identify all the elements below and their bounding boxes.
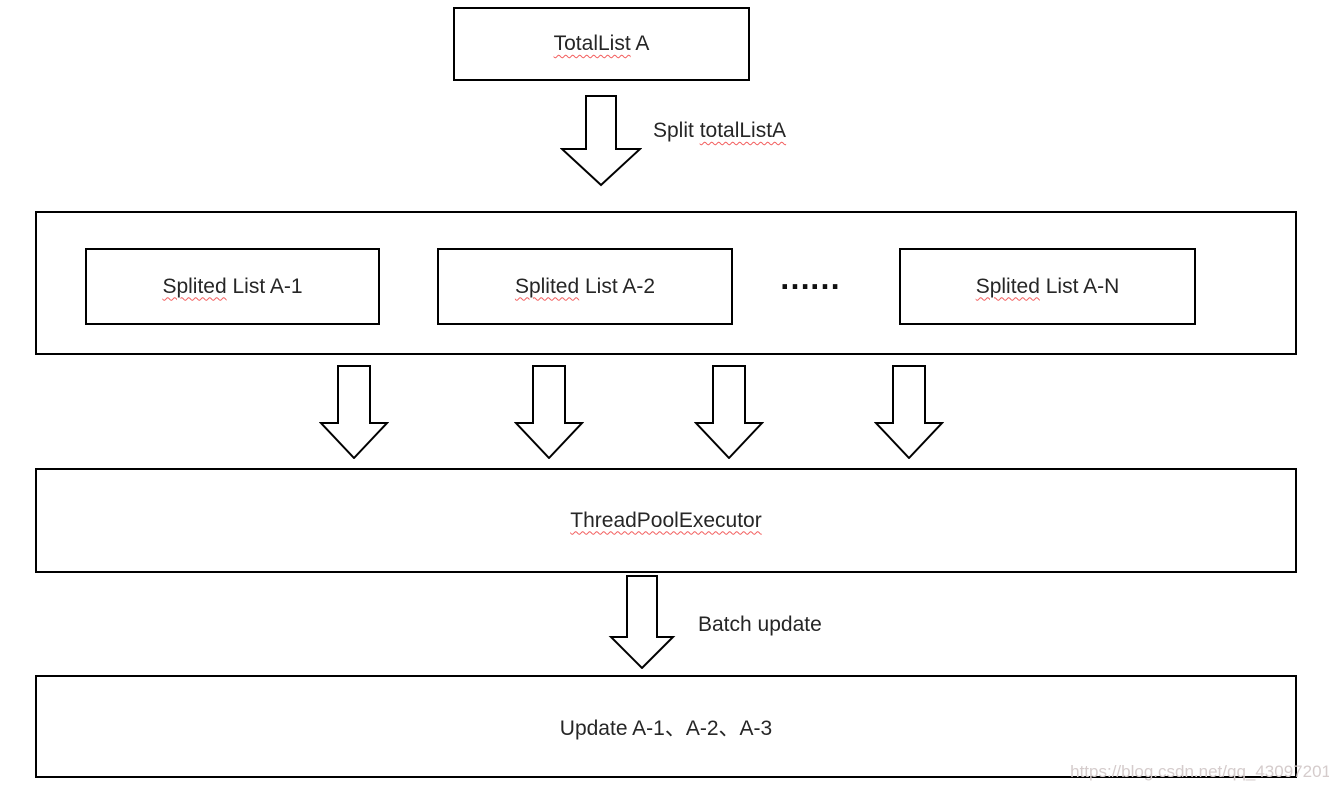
flagged-word: TotalList bbox=[553, 32, 631, 55]
flagged-word: Splited bbox=[162, 274, 227, 298]
flagged-word: Splited bbox=[975, 274, 1040, 298]
box-splited-list-a1-label: Splited List A-1 bbox=[162, 275, 302, 299]
box-thread-pool-executor-label: ThreadPoolExecutor bbox=[570, 508, 762, 532]
box-update-result: Update A-1、A-2、A-3 bbox=[35, 675, 1297, 778]
box-total-list: TotalList A bbox=[453, 7, 750, 81]
box-splited-list-an-label: Splited List A-N bbox=[976, 275, 1120, 299]
split-arrow-label: Split totalListA bbox=[653, 118, 786, 144]
label-rest: List A-1 bbox=[226, 274, 303, 298]
box-splited-list-a2-label: Splited List A-2 bbox=[515, 275, 655, 299]
down-arrow-icon bbox=[694, 365, 764, 459]
label-prefix: Split bbox=[653, 119, 700, 142]
box-splited-list-a1: Splited List A-1 bbox=[85, 248, 380, 325]
watermark: https://blog.csdn.net/qq_43097201 bbox=[1070, 762, 1329, 781]
box-thread-pool-executor: ThreadPoolExecutor bbox=[35, 468, 1297, 573]
down-arrow-icon bbox=[874, 365, 944, 459]
label-rest: A bbox=[630, 32, 650, 55]
box-update-result-label: Update A-1、A-2、A-3 bbox=[559, 716, 773, 740]
down-arrow-icon bbox=[560, 95, 642, 187]
box-splited-list-a2: Splited List A-2 bbox=[437, 248, 733, 325]
box-splited-list-an: Splited List A-N bbox=[899, 248, 1196, 325]
flagged-word: totalListA bbox=[699, 119, 787, 142]
flagged-word: Splited bbox=[514, 274, 580, 298]
box-total-list-label: TotalList A bbox=[554, 32, 650, 56]
down-arrow-icon bbox=[608, 575, 676, 669]
batch-update-label: Batch update bbox=[698, 613, 822, 636]
down-arrow-icon bbox=[514, 365, 584, 459]
label-rest: List A-N bbox=[1039, 274, 1120, 298]
split-group-container bbox=[35, 211, 1297, 355]
down-arrow-icon bbox=[319, 365, 389, 459]
ellipsis-dots: …… bbox=[779, 260, 841, 296]
label-rest: List A-2 bbox=[579, 274, 656, 298]
